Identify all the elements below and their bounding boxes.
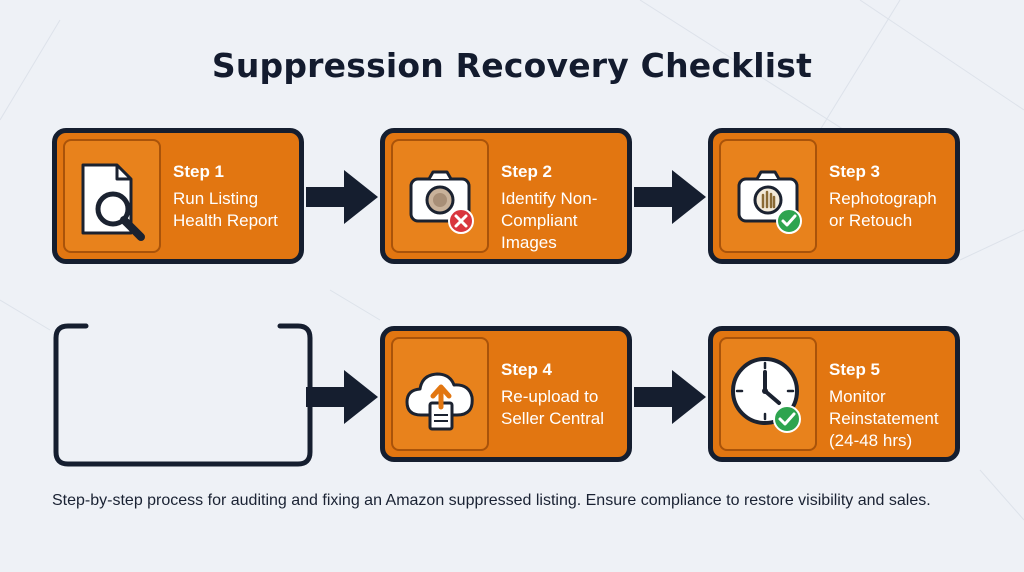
arrow-right-icon (306, 170, 378, 224)
step-5-title: Step 5 (829, 360, 881, 379)
step-3-title: Step 3 (829, 162, 881, 181)
step-card-4: Step 4 Re-upload to Seller Central (380, 326, 632, 462)
step-2-title: Step 2 (501, 162, 553, 181)
step-1-title: Step 1 (173, 162, 225, 181)
arrow-right-icon (634, 170, 706, 224)
clock-check-icon (731, 357, 801, 433)
step-5-label: Monitor Reinstatement (24-48 hrs) (829, 387, 939, 450)
camera-error-icon (409, 170, 474, 234)
step-4-label: Re-upload to Seller Central (501, 387, 604, 428)
step-2-label: Identify Non- Compliant Images (501, 189, 598, 252)
step-1-icon-tile (63, 139, 161, 253)
step-2-icon-tile (391, 139, 489, 253)
document-magnifier-icon (81, 163, 145, 241)
step-3-label: Rephotograph or Retouch (829, 189, 937, 230)
camera-check-icon (737, 170, 802, 234)
step-1-label: Run Listing Health Report (173, 189, 278, 230)
step-card-2: Step 2 Identify Non- Compliant Images (380, 128, 632, 264)
step-card-5: Step 5 Monitor Reinstatement (24-48 hrs) (708, 326, 960, 462)
step-4-title: Step 4 (501, 360, 553, 379)
cloud-upload-icon (405, 372, 474, 431)
step-3-icon-tile (719, 139, 817, 253)
empty-placeholder-bracket (53, 323, 313, 467)
step-card-1: Step 1 Run Listing Health Report (52, 128, 304, 264)
step-5-icon-tile (719, 337, 817, 451)
arrow-right-icon (634, 370, 706, 424)
step-card-3: Step 3 Rephotograph or Retouch (708, 128, 960, 264)
step-4-icon-tile (391, 337, 489, 451)
arrow-right-icon (306, 370, 378, 424)
page-title: Suppression Recovery Checklist (211, 46, 813, 85)
caption-text: Step-by-step process for auditing and fi… (52, 492, 931, 509)
